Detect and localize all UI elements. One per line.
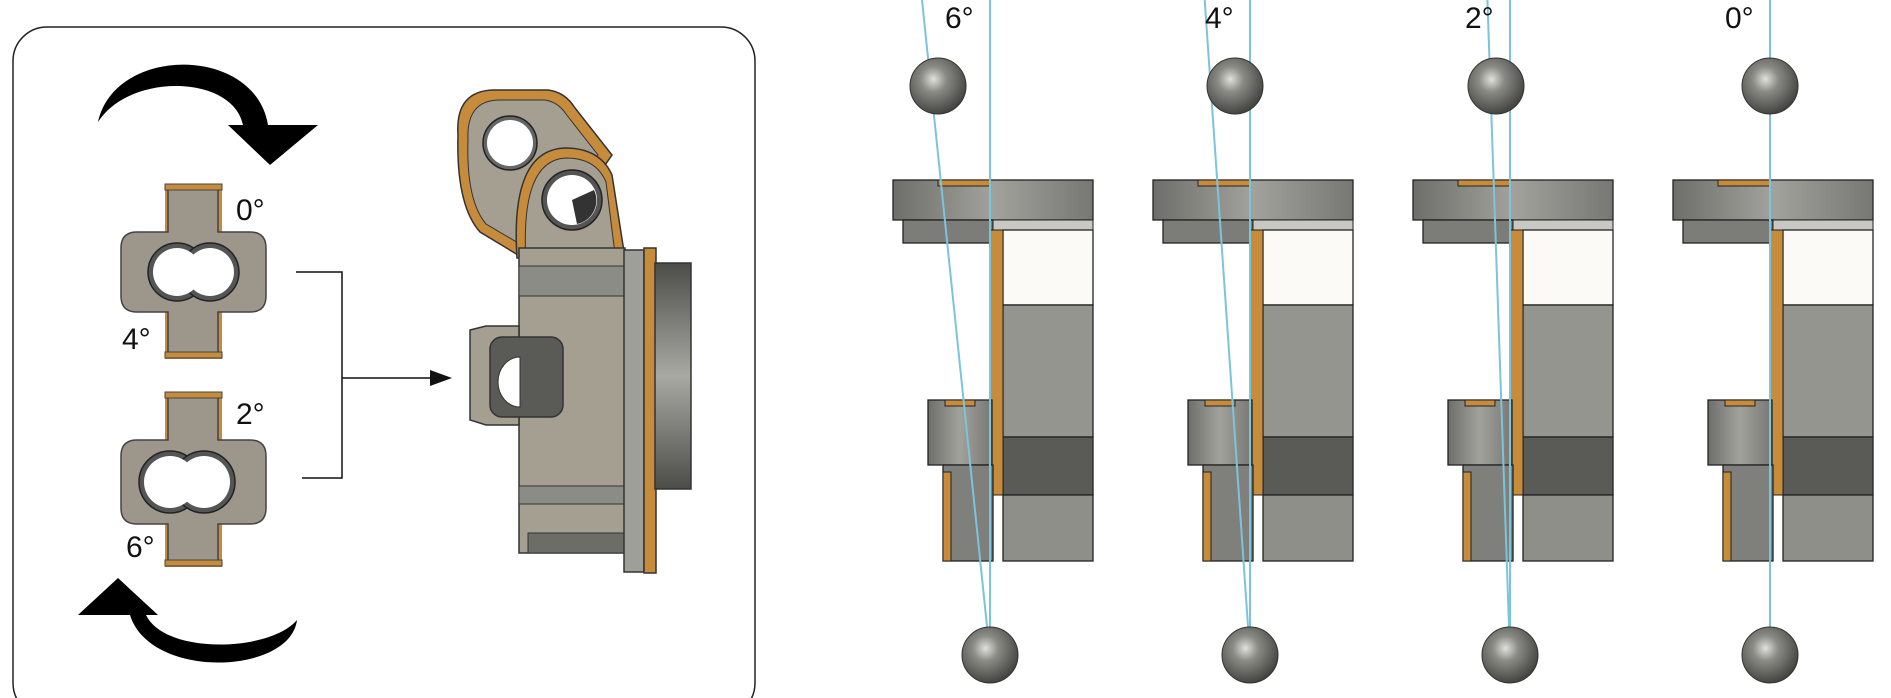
insert-top-right-label: 0° bbox=[236, 194, 265, 227]
section-view: 6° bbox=[892, 0, 1094, 684]
dark-band-block bbox=[1522, 436, 1614, 496]
upper-step-block bbox=[1162, 219, 1254, 244]
mid-body-block bbox=[1002, 304, 1094, 438]
foot-bronze-strip bbox=[1462, 471, 1472, 562]
bottom-ball-marker bbox=[961, 626, 1019, 684]
view-angle-label: 0° bbox=[1725, 2, 1754, 35]
connector-arrowhead-icon bbox=[430, 370, 452, 386]
view-angle-label: 6° bbox=[945, 2, 974, 35]
white-face-panel bbox=[1262, 229, 1354, 306]
upper-rail bbox=[1512, 219, 1614, 231]
lug-bronze-shim bbox=[944, 399, 976, 407]
upper-cap-block bbox=[1152, 179, 1354, 221]
top-ball-marker bbox=[909, 57, 967, 115]
upper-cap-block bbox=[1672, 179, 1874, 221]
upper-cap-block bbox=[1412, 179, 1614, 221]
lug-bronze-shim bbox=[1204, 399, 1236, 407]
mid-body-block bbox=[1262, 304, 1354, 438]
section-view: 2° bbox=[1412, 0, 1614, 684]
insert-top-left-label: 4° bbox=[122, 323, 151, 356]
dark-band-block bbox=[1782, 436, 1874, 496]
view-angle-label: 2° bbox=[1465, 2, 1494, 35]
upper-bronze-shim bbox=[1717, 179, 1771, 187]
lower-lug-block bbox=[1187, 399, 1253, 466]
insert-bottom-right-label: 2° bbox=[236, 398, 265, 431]
top-ball-marker bbox=[1206, 57, 1264, 115]
top-ball-marker bbox=[1741, 57, 1799, 115]
bottom-ball-marker bbox=[1741, 626, 1799, 684]
foot-bronze-strip bbox=[942, 471, 952, 562]
rotate-counterclockwise-arrow-icon bbox=[78, 578, 297, 663]
lower-body-block bbox=[1782, 494, 1874, 562]
upper-rail bbox=[1772, 219, 1874, 231]
upper-rail bbox=[992, 219, 1094, 231]
section-view: 4° bbox=[1152, 0, 1354, 684]
upper-step-block bbox=[1682, 219, 1774, 244]
rotate-clockwise-arrow-icon bbox=[98, 64, 318, 165]
lower-body-block bbox=[1002, 494, 1094, 562]
lug-bronze-shim bbox=[1464, 399, 1496, 407]
insert-bottom-left-label: 6° bbox=[126, 531, 155, 564]
lower-lug-block bbox=[1707, 399, 1773, 466]
foot-bronze-strip bbox=[1722, 471, 1732, 562]
laser-deflected-line bbox=[1203, 0, 1251, 656]
upper-step-block bbox=[902, 219, 994, 244]
white-face-panel bbox=[1782, 229, 1874, 306]
white-face-panel bbox=[1002, 229, 1094, 306]
bottom-ball-marker bbox=[1481, 626, 1539, 684]
mid-body-block bbox=[1522, 304, 1614, 438]
mid-body-block bbox=[1782, 304, 1874, 438]
bottom-ball-marker bbox=[1221, 626, 1279, 684]
lower-lug-block bbox=[927, 399, 993, 466]
white-face-panel bbox=[1522, 229, 1614, 306]
upper-bronze-shim bbox=[1197, 179, 1251, 187]
upper-cap-block bbox=[892, 179, 1094, 221]
view-angle-label: 4° bbox=[1205, 2, 1234, 35]
dark-band-block bbox=[1262, 436, 1354, 496]
upper-rail bbox=[1252, 219, 1354, 231]
connector-bracket bbox=[296, 271, 343, 479]
lower-body-block bbox=[1262, 494, 1354, 562]
lower-body-block bbox=[1522, 494, 1614, 562]
eccentric-insert-bottom bbox=[120, 391, 267, 567]
upper-bronze-shim bbox=[1457, 179, 1511, 187]
right-panel: 6° 4° 2° 0° bbox=[892, 0, 1874, 684]
upright-assembly bbox=[457, 89, 692, 574]
eccentric-insert-top bbox=[120, 183, 267, 359]
upper-bronze-shim bbox=[937, 179, 991, 187]
upper-step-block bbox=[1422, 219, 1514, 244]
left-panel: 0° 4° 2° 6° bbox=[12, 26, 756, 698]
section-view: 0° bbox=[1672, 0, 1874, 684]
dark-band-block bbox=[1002, 436, 1094, 496]
lug-bronze-shim bbox=[1724, 399, 1756, 407]
foot-bronze-strip bbox=[1202, 471, 1212, 562]
top-ball-marker bbox=[1467, 57, 1525, 115]
